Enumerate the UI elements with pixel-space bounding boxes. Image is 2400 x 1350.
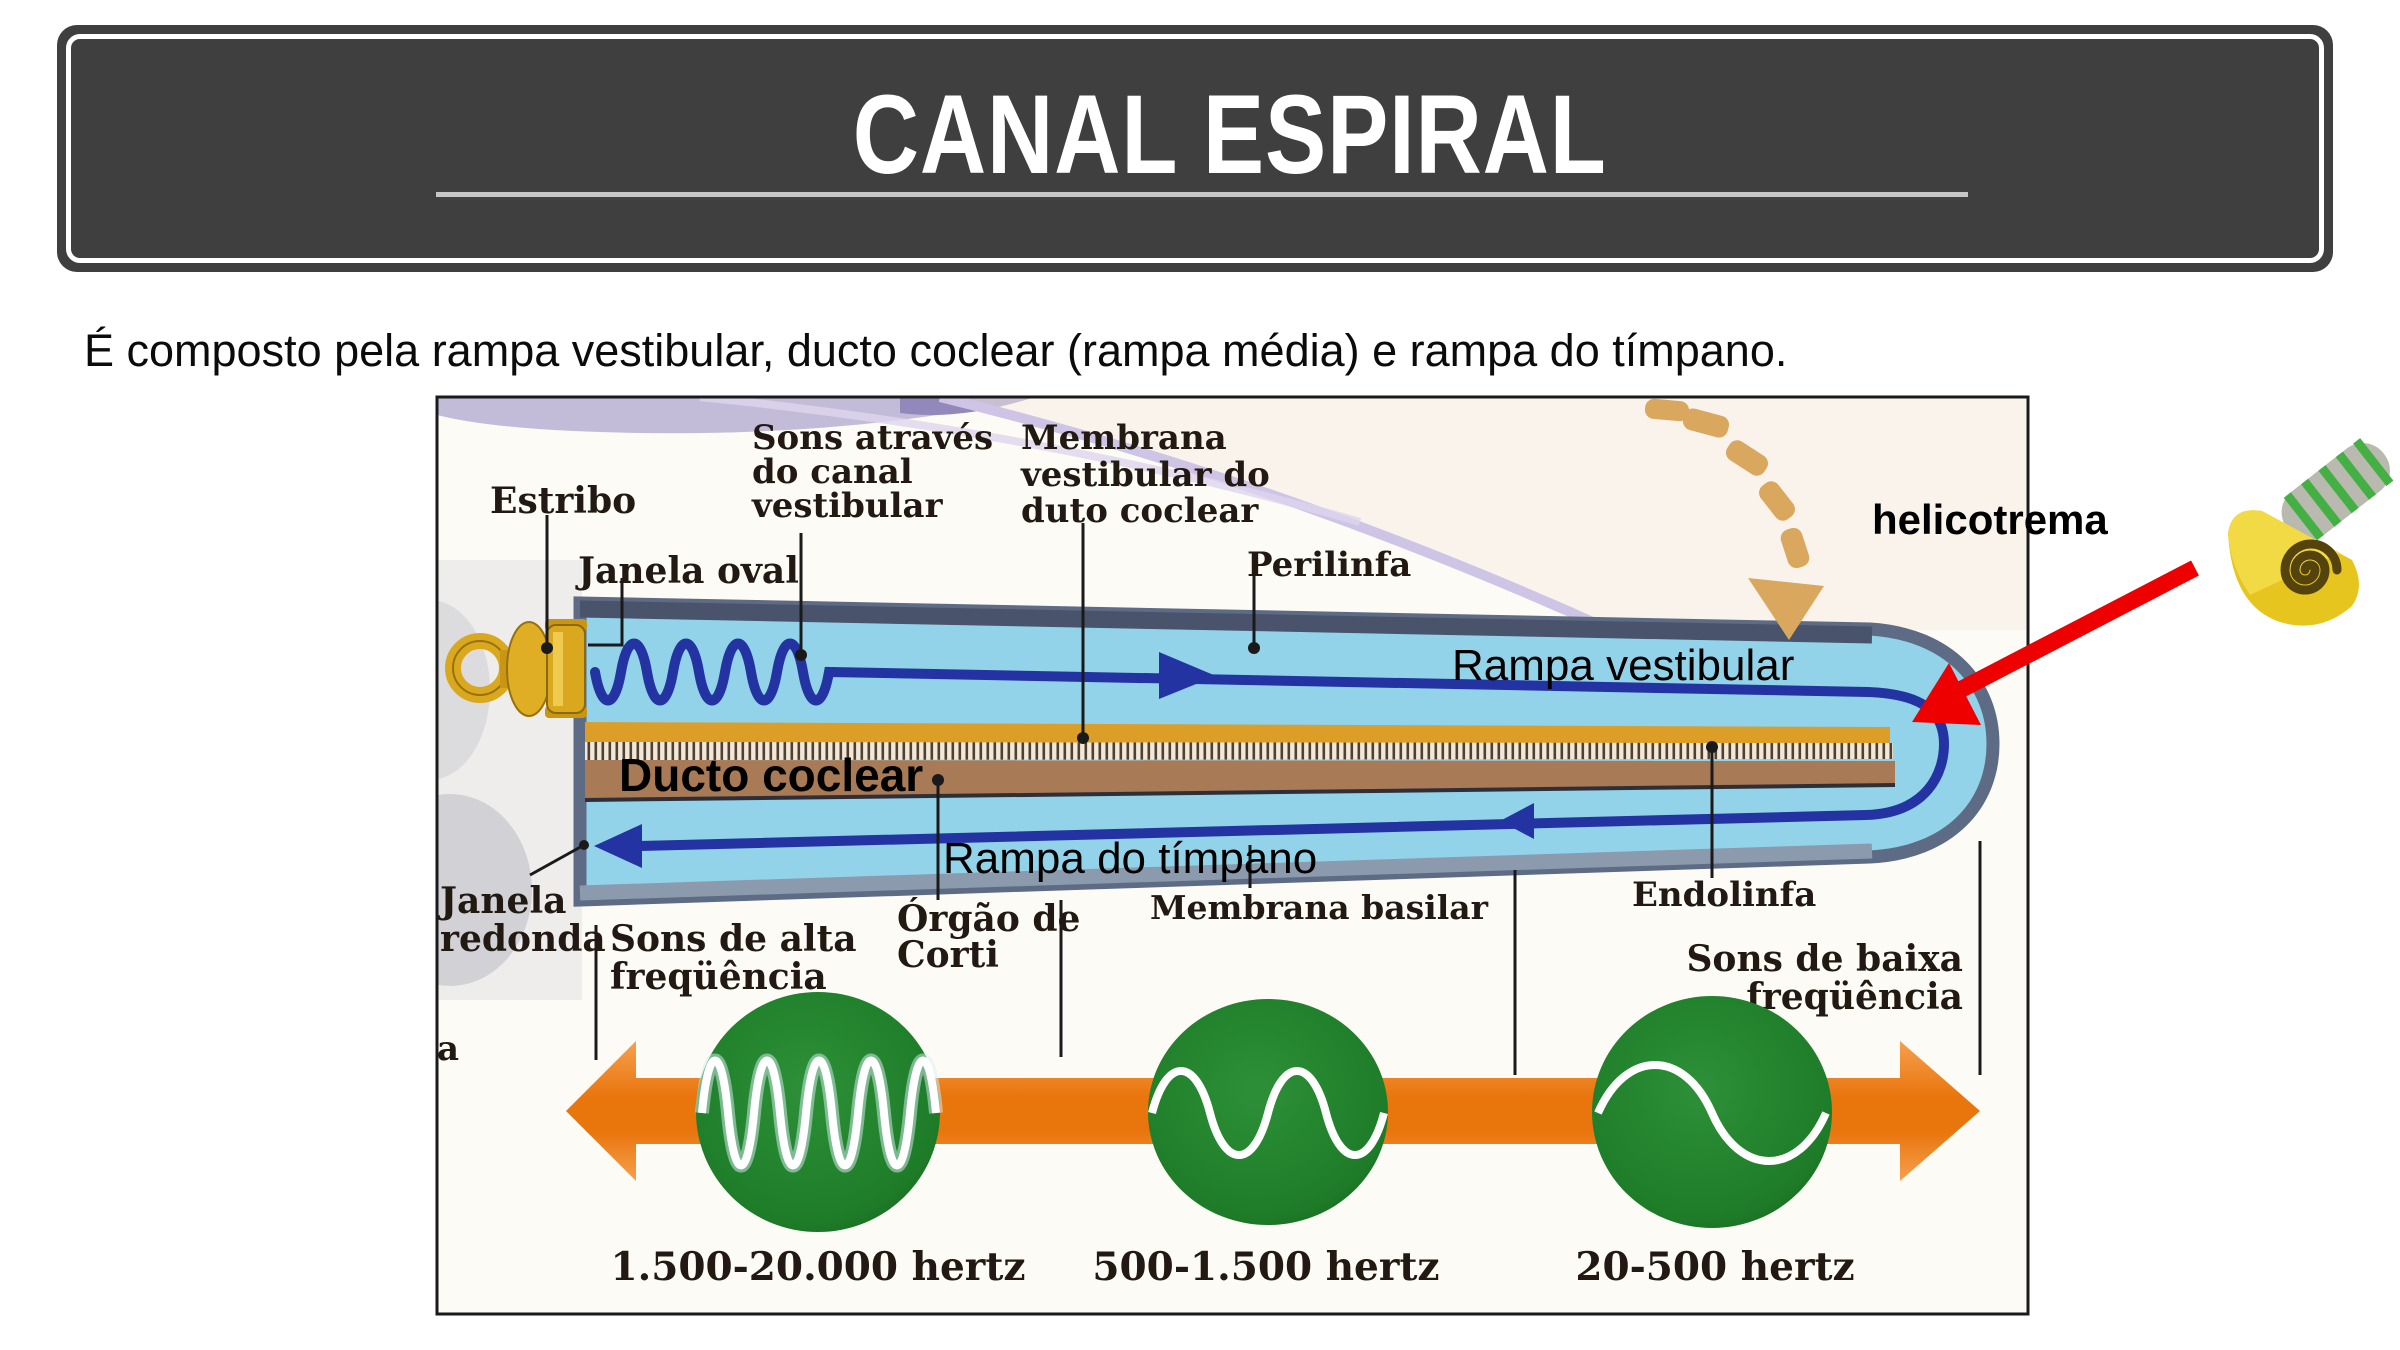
label-helicotrema: helicotrema [1872, 496, 2108, 543]
stapes-illustration [445, 619, 587, 718]
label-sons-baixa-1: Sons de baixa [1686, 938, 1963, 980]
label-perilinfa: Perilinfa [1247, 545, 1411, 585]
label-sons-canal-3: vestibular [751, 486, 944, 526]
frequency-range-labels: 1.500-20.000 hertz 500-1.500 hertz 20-50… [610, 1244, 1854, 1290]
basilar-membrane-line [584, 783, 1896, 802]
canal-top-wall [579, 600, 1873, 644]
overlay-labels: Rampa vestibular Ducto coclear Rampa do … [619, 641, 1794, 883]
leader-dots [541, 642, 1718, 850]
label-ducto-coclear: Ducto coclear [619, 749, 923, 801]
label-membrana-basilar: Membrana basilar [1150, 888, 1489, 927]
vestibular-membrane-band [585, 722, 1890, 744]
label-sons-baixa-2: freqüência [1746, 976, 1963, 1018]
label-rampa-vestibular: Rampa vestibular [1452, 641, 1794, 690]
cochlear-duct-band [585, 760, 1895, 800]
label-sons-alta-1: Sons de alta [610, 918, 857, 960]
hair-cell-band [585, 742, 1893, 760]
label-janela-redonda-2: redonda [440, 918, 606, 960]
stapes-body [506, 621, 552, 717]
canal-bottom-wall [579, 843, 1873, 901]
gray-blob-shape [437, 794, 532, 986]
cochlear-canal [573, 596, 2000, 907]
label-high-hertz: 1.500-20.000 hertz [610, 1244, 1025, 1290]
label-orgao-corti-2: Corti [897, 934, 999, 976]
label-sons-canal-2: do canal [752, 452, 913, 492]
helicotrema-arrow-shaft [1956, 560, 2199, 698]
mid-frequency-wave [1148, 1067, 1388, 1159]
party-horn-icon [2228, 438, 2394, 626]
horn-spiral [2280, 539, 2342, 595]
page-title: CANAL ESPIRAL [853, 72, 1607, 197]
diagram-border [435, 395, 2030, 1316]
label-low-hertz: 20-500 hertz [1575, 1244, 1854, 1290]
printed-labels: Estribo Janela oval Sons através do cana… [437, 418, 1963, 1069]
wave-arrowhead-mid-left [1500, 803, 1534, 839]
label-membrana-vestibular-3: duto coclear [1021, 491, 1259, 531]
label-endolinfa: Endolinfa [1632, 875, 1816, 915]
lavender-arc-shape [437, 397, 1035, 434]
intro-sentence: É composto pela rampa vestibular, ducto … [84, 325, 1788, 376]
header-inner-border [66, 34, 2324, 263]
sound-wave-path [590, 638, 1950, 851]
low-frequency-wave [1594, 1061, 1830, 1165]
stapes-footplate [546, 624, 586, 714]
slide-header-box: CANAL ESPIRAL [57, 25, 2333, 272]
label-stray-letter: a [437, 1029, 459, 1069]
frequency-wave-circles [695, 992, 1832, 1232]
horn-body-highlight [2228, 510, 2340, 595]
dashed-arrowhead [1748, 578, 1824, 640]
label-sons-canal-1: Sons através [752, 418, 993, 458]
label-janela-redonda-1: Janela [437, 880, 566, 922]
title-underline [436, 192, 1968, 197]
swirl-edge-curve-2 [699, 397, 1362, 526]
label-estribo: Estribo [490, 480, 636, 522]
leader-janela-redonda [529, 843, 585, 877]
label-orgao-corti-1: Órgão de [897, 898, 1080, 940]
label-membrana-vestibular-2: vestibular do [1020, 455, 1270, 495]
label-membrana-vestibular-1: Membrana [1021, 418, 1227, 458]
stapes-highlight [553, 632, 563, 706]
high-frequency-wave [698, 1056, 940, 1170]
wave-arrowhead-left [594, 824, 642, 868]
helicotrema-annotation: helicotrema [1872, 496, 2199, 725]
wave-arrowhead-right [1159, 652, 1216, 699]
label-janela-oval: Janela oval [575, 550, 799, 592]
label-sons-alta-2: freqüência [610, 956, 827, 998]
helicotrema-arrowhead [1912, 663, 1981, 725]
leader-janela-oval [588, 578, 624, 647]
high-frequency-circle [696, 992, 940, 1232]
label-rampa-timpano: Rampa do tímpano [943, 834, 1317, 883]
label-mid-hertz: 500-1.500 hertz [1092, 1244, 1439, 1290]
incoming-sound-dashed-arrow [1644, 398, 1824, 640]
leader-lines [529, 515, 1982, 1075]
